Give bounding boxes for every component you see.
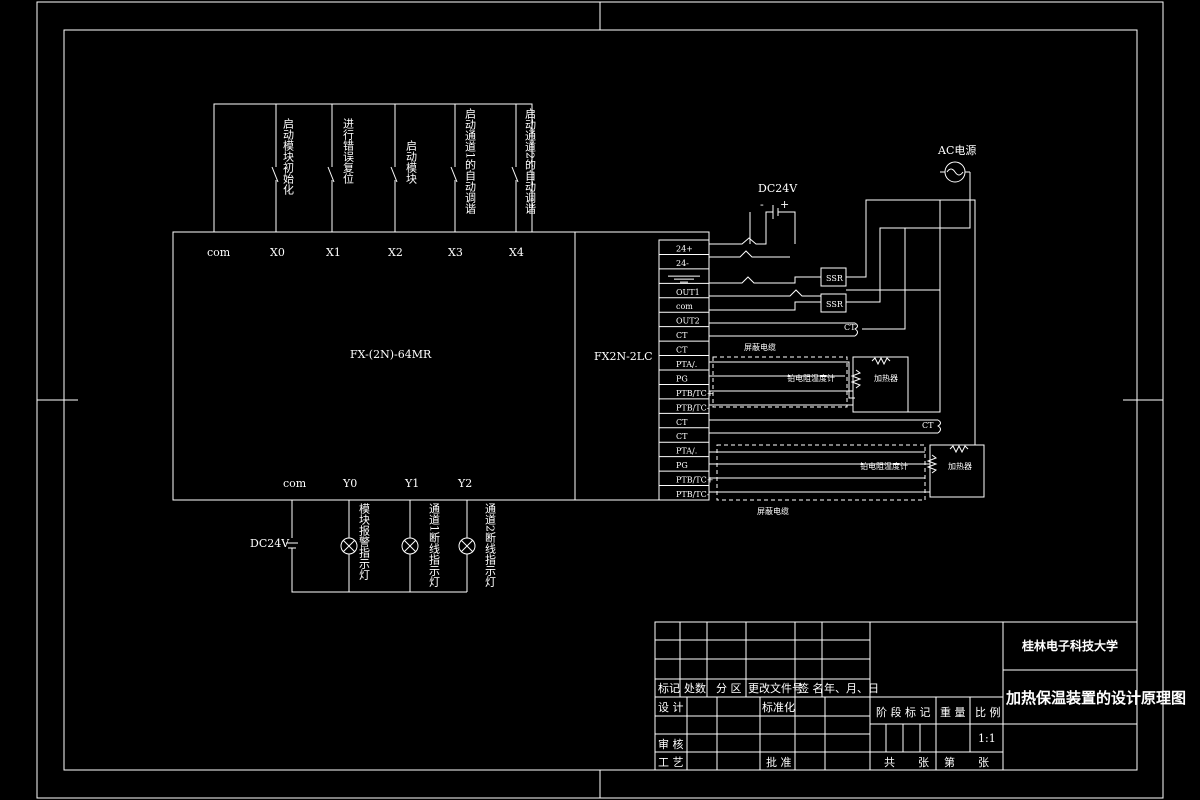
ssr-2-label: SSR bbox=[826, 300, 844, 309]
ssr-2 bbox=[820, 293, 847, 313]
heater-2-label: 加热器 bbox=[948, 461, 972, 471]
tb-total: 共 bbox=[884, 756, 895, 769]
switch-x3: 启动通道1的自动调谐 bbox=[450, 104, 477, 232]
dc24v-plus: + bbox=[780, 198, 789, 211]
ct-1-label: CT bbox=[844, 323, 856, 332]
lamp-y1: 通道1断线指示灯 bbox=[401, 500, 441, 592]
terminal-label: PTB/TC- bbox=[676, 490, 710, 499]
module-name: FX2N-2LC bbox=[594, 350, 653, 363]
terminal-label: PTB/TC+ bbox=[676, 476, 713, 485]
plc-name: FX-(2N)-64MR bbox=[350, 348, 432, 361]
dc24v-minus: - bbox=[760, 198, 764, 211]
heater-1 bbox=[852, 356, 909, 413]
switch-label-x3: 启动通道1的自动调谐 bbox=[464, 108, 477, 215]
lamp-label-y2: 通道2断线指示灯 bbox=[484, 503, 497, 587]
plc-unit: FX-(2N)-64MR com X0 X1 X2 X3 X4 com Y0 Y… bbox=[172, 231, 576, 501]
terminal-label: OUT1 bbox=[676, 288, 700, 297]
port-y0: Y0 bbox=[342, 477, 357, 490]
port-x2: X2 bbox=[388, 246, 403, 259]
university-name: 桂林电子科技大学 bbox=[1021, 638, 1118, 653]
terminal-label: OUT2 bbox=[676, 317, 700, 326]
port-y1: Y1 bbox=[404, 477, 419, 490]
tb-sheet-no: 第 bbox=[944, 755, 955, 769]
plc-com-bottom: com bbox=[283, 477, 307, 490]
tb-stage-mark: 阶 段 标 记 bbox=[876, 705, 931, 719]
switch-label-x2: 启动模块 bbox=[405, 140, 418, 185]
tb-zone: 分 区 bbox=[716, 682, 742, 695]
port-y2: Y2 bbox=[457, 477, 472, 490]
dc24v-top-label: DC24V bbox=[758, 182, 798, 195]
lamp-y0: 模块报警指示灯 bbox=[340, 500, 371, 592]
tb-sheet-unit: 张 bbox=[978, 756, 989, 769]
tb-process: 工 艺 bbox=[658, 756, 684, 769]
shield-1 bbox=[712, 356, 848, 408]
terminal-label: PTB/TC+ bbox=[676, 389, 713, 398]
switch-label-x1: 进行错误复位 bbox=[342, 118, 355, 184]
tb-standard: 标准化 bbox=[762, 700, 795, 714]
terminal-label: 24- bbox=[676, 259, 689, 268]
switch-x4: 启动通道2的自动调谐 bbox=[511, 104, 537, 232]
input-switches: 启动模块初始化 进行错误复位 启动模块 启动通道1的自动调谐 启动通道2的自动调… bbox=[213, 103, 537, 232]
terminal-label: CT bbox=[676, 331, 688, 340]
tb-count: 处数 bbox=[684, 682, 706, 695]
tb-weight: 重 量 bbox=[940, 705, 966, 719]
terminal-label: PG bbox=[676, 374, 688, 383]
tb-signature: 签 名 bbox=[798, 681, 824, 695]
terminal-label: 24+ bbox=[676, 244, 693, 253]
terminal-label: PG bbox=[676, 461, 688, 470]
heater-2 bbox=[929, 444, 985, 498]
field-wiring: DC24V - + SSR SSR AC电源 CT 屏蔽电缆 bbox=[709, 143, 985, 516]
shield-2 bbox=[716, 444, 926, 501]
sensor-2-label: 铂电阻温度计 bbox=[860, 461, 908, 471]
plc-com-top: com bbox=[207, 246, 231, 259]
tb-approve: 批 准 bbox=[766, 755, 792, 769]
lamp-label-y0: 模块报警指示灯 bbox=[358, 503, 371, 580]
switch-x1: 进行错误复位 bbox=[327, 104, 355, 232]
terminal-label: PTB/TC- bbox=[676, 403, 710, 412]
tb-sheets: 张 bbox=[918, 756, 929, 769]
tb-change-doc: 更改文件号 bbox=[748, 681, 803, 695]
switch-x2: 启动模块 bbox=[390, 104, 418, 232]
terminal-label: PTA/. bbox=[676, 360, 697, 369]
tb-design: 设 计 bbox=[658, 701, 684, 714]
switch-x0: 启动模块初始化 bbox=[271, 104, 295, 232]
terminal-label: CT bbox=[676, 418, 688, 427]
port-x1: X1 bbox=[326, 246, 341, 259]
terminal-label: CT bbox=[676, 432, 688, 441]
terminal-label: CT bbox=[676, 346, 688, 355]
tb-date: 年、月、日 bbox=[824, 681, 879, 695]
output-lamps: DC24V 模块报警指示灯 通道1断线指示灯 通道2断线指示灯 bbox=[250, 500, 497, 593]
port-x3: X3 bbox=[448, 246, 463, 259]
drawing-title: 加热保温装置的设计原理图 bbox=[1005, 689, 1186, 707]
ac-power-label: AC电源 bbox=[937, 143, 976, 157]
ct-2-label: CT bbox=[922, 421, 934, 430]
heater-1-label: 加热器 bbox=[874, 373, 898, 383]
title-block: 标记 处数 分 区 更改文件号 签 名 年、月、日 设 计 标准化 审 核 工 … bbox=[654, 621, 1186, 771]
port-x4: X4 bbox=[509, 246, 524, 259]
terminal-label: com bbox=[676, 302, 693, 311]
switch-label-x4: 启动通道2的自动调谐 bbox=[524, 108, 537, 215]
ssr-1-label: SSR bbox=[826, 274, 844, 283]
lamp-label-y1: 通道1断线指示灯 bbox=[428, 503, 441, 587]
lamp-y2: 通道2断线指示灯 bbox=[458, 500, 497, 592]
drawing-frame bbox=[36, 1, 1164, 799]
tb-scale-value: 1:1 bbox=[978, 732, 996, 745]
sensor-1-label: 铂电阻温度计 bbox=[787, 373, 835, 383]
tb-scale: 比 例 bbox=[975, 705, 1001, 719]
tb-mark: 标记 bbox=[658, 681, 680, 695]
switch-label-x0: 启动模块初始化 bbox=[282, 118, 295, 196]
tb-review: 审 核 bbox=[658, 737, 684, 751]
shield-1-label: 屏蔽电缆 bbox=[744, 342, 776, 352]
port-x0: X0 bbox=[270, 246, 285, 259]
dc24v-left-label: DC24V bbox=[250, 537, 290, 550]
terminal-label: PTA/. bbox=[676, 447, 697, 456]
shield-2-label: 屏蔽电缆 bbox=[757, 506, 789, 516]
